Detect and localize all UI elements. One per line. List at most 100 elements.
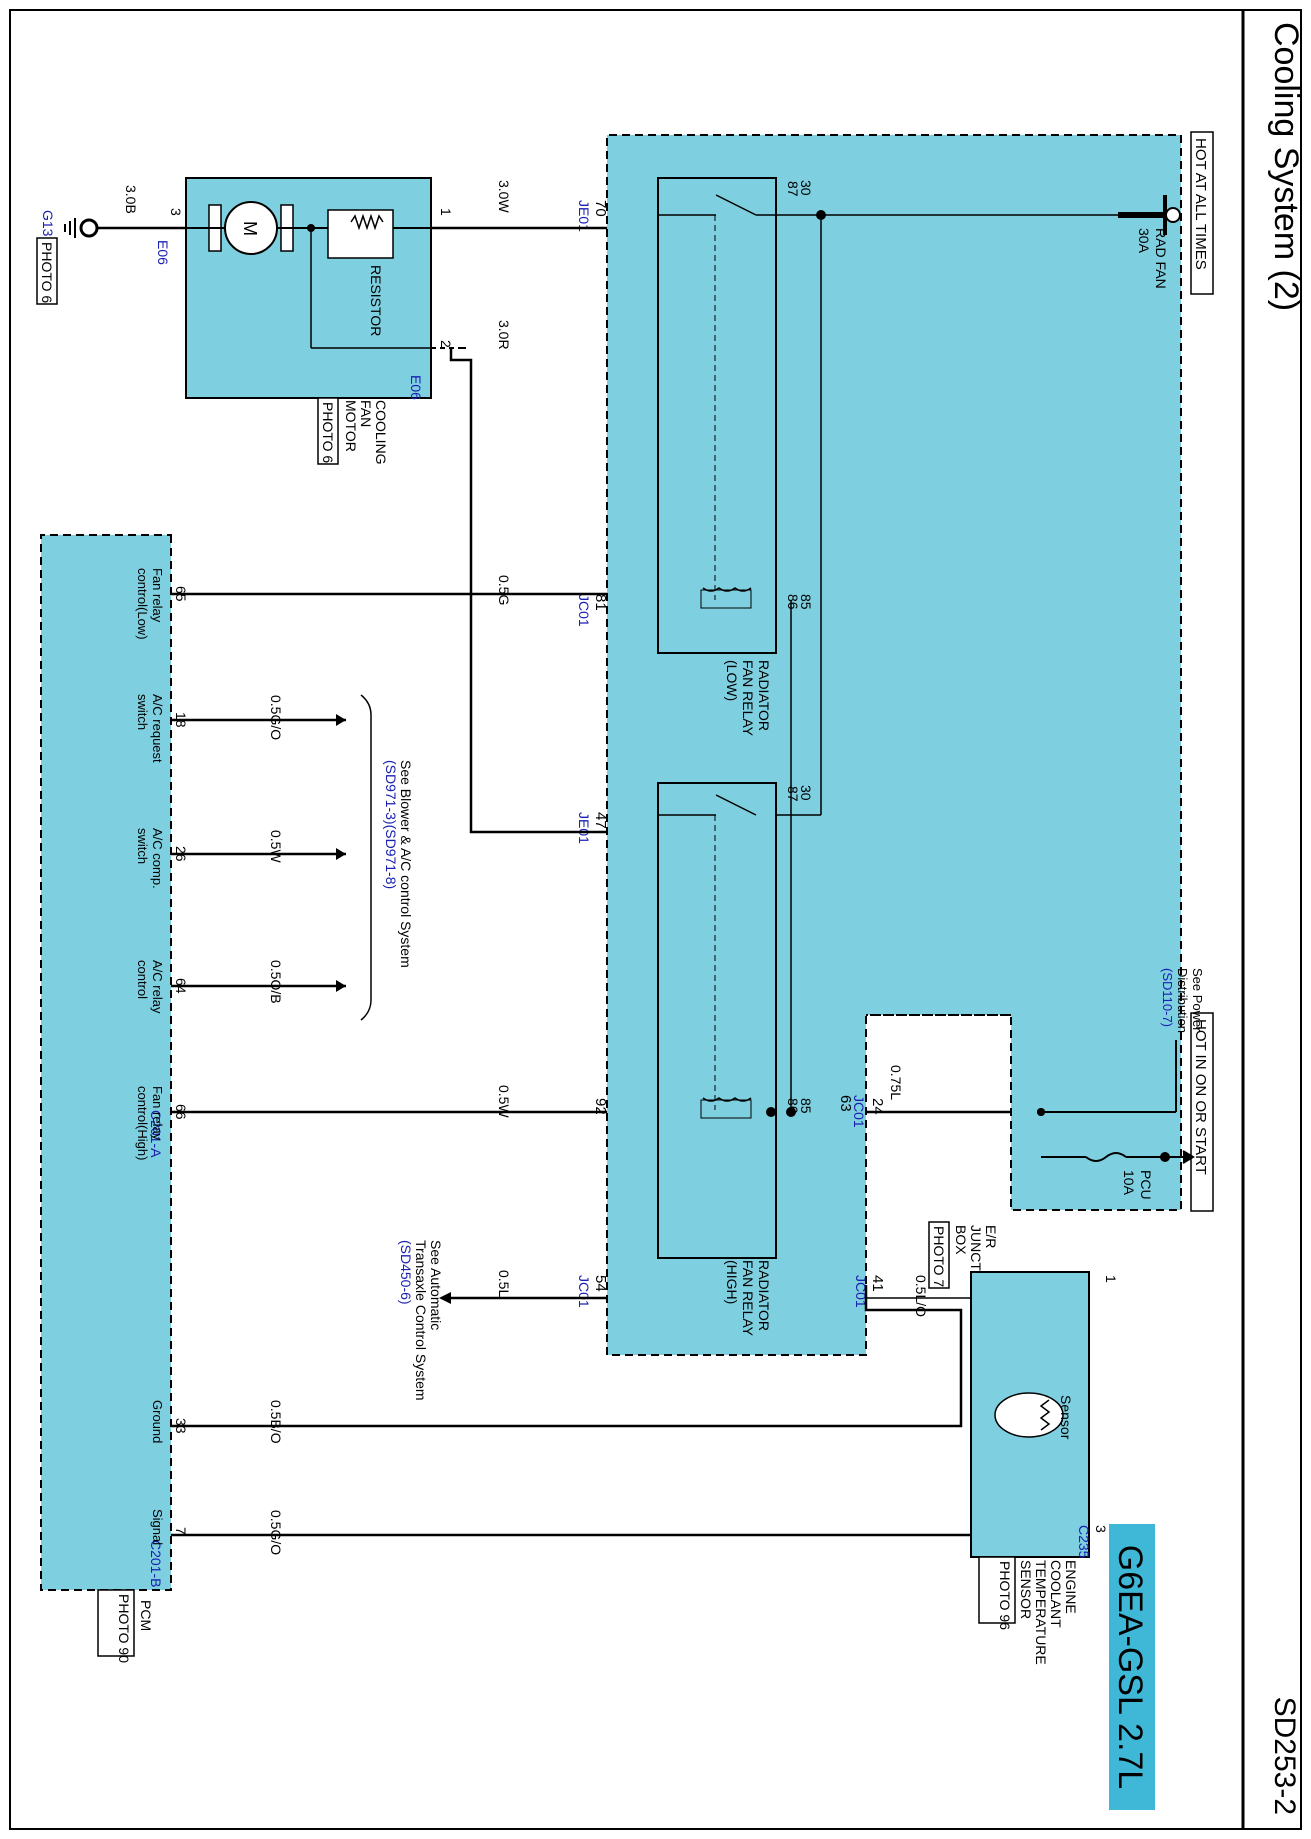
svg-text:85: 85 (798, 594, 814, 610)
pcm-pin-label: A/C comp. (150, 828, 165, 889)
svg-text:0.5G/O: 0.5G/O (268, 1510, 284, 1555)
model-badge-label: G6EA-GSL 2.7L (1111, 1545, 1149, 1789)
cooling-fan-motor (185, 177, 432, 399)
pcm-pin-label: Signal (150, 1509, 165, 1545)
svg-text:70: 70 (592, 200, 609, 217)
pcm-pin-label: A/C relay (150, 960, 165, 1014)
svg-text:BOX: BOX (953, 1225, 969, 1255)
svg-text:10A: 10A (1121, 1170, 1137, 1196)
svg-text:JE01: JE01 (576, 812, 592, 844)
svg-text:FAN RELAY: FAN RELAY (740, 1260, 756, 1337)
pcm-pin-label: control(High) (135, 1086, 150, 1160)
svg-text:0.5G: 0.5G (496, 575, 512, 605)
svg-text:81: 81 (592, 594, 609, 611)
model-badge (1109, 1524, 1155, 1810)
svg-text:41: 41 (869, 1275, 886, 1292)
svg-text:ENGINE: ENGINE (1063, 1560, 1079, 1614)
svg-text:Transaxle Control System: Transaxle Control System (413, 1240, 429, 1401)
pcm-pin-number: 65 (173, 586, 189, 602)
pcm-pin-26: 26 A/C comp.switch (135, 828, 189, 889)
pcm-label: PCM (138, 1600, 154, 1631)
pcm-pin-label: control (135, 960, 150, 999)
hot-at-all-times: HOT AT ALL TIMES (1192, 138, 1209, 270)
svg-text:92: 92 (592, 1098, 609, 1115)
svg-text:54: 54 (592, 1275, 609, 1292)
svg-text:PHOTO 6: PHOTO 6 (39, 242, 55, 303)
svg-text:30: 30 (798, 785, 814, 801)
svg-text:0.75L: 0.75L (888, 1065, 904, 1100)
svg-text:3.0B: 3.0B (123, 185, 139, 214)
resistor-label: RESISTOR (368, 265, 384, 336)
svg-text:1: 1 (1103, 1275, 1119, 1283)
svg-text:0.5L: 0.5L (496, 1270, 512, 1297)
svg-text:3.0R: 3.0R (496, 320, 512, 350)
pcm-pin-number: 33 (173, 1418, 189, 1434)
svg-text:1: 1 (438, 208, 454, 216)
pcm-pin-number: 64 (173, 978, 189, 994)
ground-name: G13 (40, 210, 56, 237)
svg-text:2: 2 (438, 340, 454, 348)
svg-text:MOTOR: MOTOR (343, 400, 359, 452)
svg-text:JC01: JC01 (576, 1275, 592, 1308)
pcm-pin-label: A/C request (150, 694, 165, 763)
svg-text:Distribution: Distribution (1175, 968, 1190, 1033)
svg-text:JE01: JE01 (576, 200, 592, 232)
pcm-pin-7: 7 Signal (150, 1509, 189, 1545)
svg-text:See Power: See Power (1190, 968, 1205, 1032)
svg-text:(SD450-6)[interactable]: (SD450-6) (398, 1240, 414, 1305)
relay-low-label: RADIATOR (756, 660, 772, 731)
svg-text:0.5B/O: 0.5B/O (268, 1400, 284, 1444)
page-code: SD253-2 (1268, 1697, 1301, 1815)
motor-symbol: M (240, 221, 260, 236)
svg-text:TEMPERATURE: TEMPERATURE (1033, 1560, 1049, 1665)
svg-text:3: 3 (1093, 1525, 1109, 1533)
svg-text:63: 63 (837, 1095, 854, 1112)
svg-text:Sensor: Sensor (1058, 1395, 1074, 1440)
transaxle-ref: See Automatic (428, 1240, 444, 1330)
svg-text:24: 24 (869, 1098, 886, 1115)
svg-text:(HIGH): (HIGH) (724, 1260, 740, 1304)
pcm-pin-label: Fan relay (150, 1086, 165, 1141)
junction-box-label: E/R (983, 1225, 999, 1248)
svg-text:(SD971-3)(SD971-8)[interactable]: (SD971-3)(SD971-8) (383, 760, 399, 889)
page-title: Cooling System (2) (1267, 22, 1305, 311)
svg-text:JC01: JC01 (576, 594, 592, 627)
svg-text:87: 87 (785, 786, 801, 802)
pcm-pin-label: switch (135, 694, 150, 730)
svg-text:0.5O/B: 0.5O/B (268, 960, 284, 1004)
power-dist-ref[interactable]: (SD110-7) (1160, 968, 1175, 1027)
svg-text:PHOTO 96: PHOTO 96 (997, 1561, 1013, 1630)
svg-text:PHOTO 6: PHOTO 6 (320, 402, 336, 463)
relay-high-label: RADIATOR (756, 1260, 772, 1331)
pcm-pin-number: 26 (173, 846, 189, 862)
svg-text:COOLANT: COOLANT (1048, 1560, 1064, 1628)
svg-text:30: 30 (798, 180, 814, 196)
svg-text:3: 3 (168, 208, 184, 216)
svg-text:FAN RELAY: FAN RELAY (740, 660, 756, 737)
svg-text:0.5W: 0.5W (496, 1085, 512, 1118)
svg-text:PHOTO 90: PHOTO 90 (116, 1594, 132, 1663)
svg-text:SENSOR: SENSOR (1018, 1560, 1034, 1619)
svg-text:C201-B: C201-B (148, 1540, 164, 1587)
svg-text:87: 87 (785, 181, 801, 197)
pcm-pin-label: switch (135, 828, 150, 864)
pcm-pin-number: 7 (173, 1527, 189, 1535)
svg-text:FAN: FAN (358, 400, 374, 427)
pcm-pin-label: control(Low) (135, 568, 150, 640)
pcm-pin-number: 66 (173, 1104, 189, 1120)
svg-text:(LOW): (LOW) (724, 660, 740, 701)
svg-text:JC01: JC01 (851, 1095, 867, 1128)
svg-text:C235: C235 (1076, 1525, 1092, 1559)
rad-fan-fuse-label: RAD FAN (1153, 228, 1169, 289)
svg-text:0.5G/O: 0.5G/O (268, 695, 284, 740)
svg-text:0.5L/O: 0.5L/O (913, 1275, 929, 1317)
svg-text:E06: E06 (155, 240, 171, 265)
svg-text:30A: 30A (1136, 228, 1152, 254)
svg-text:0.5W: 0.5W (268, 830, 284, 863)
